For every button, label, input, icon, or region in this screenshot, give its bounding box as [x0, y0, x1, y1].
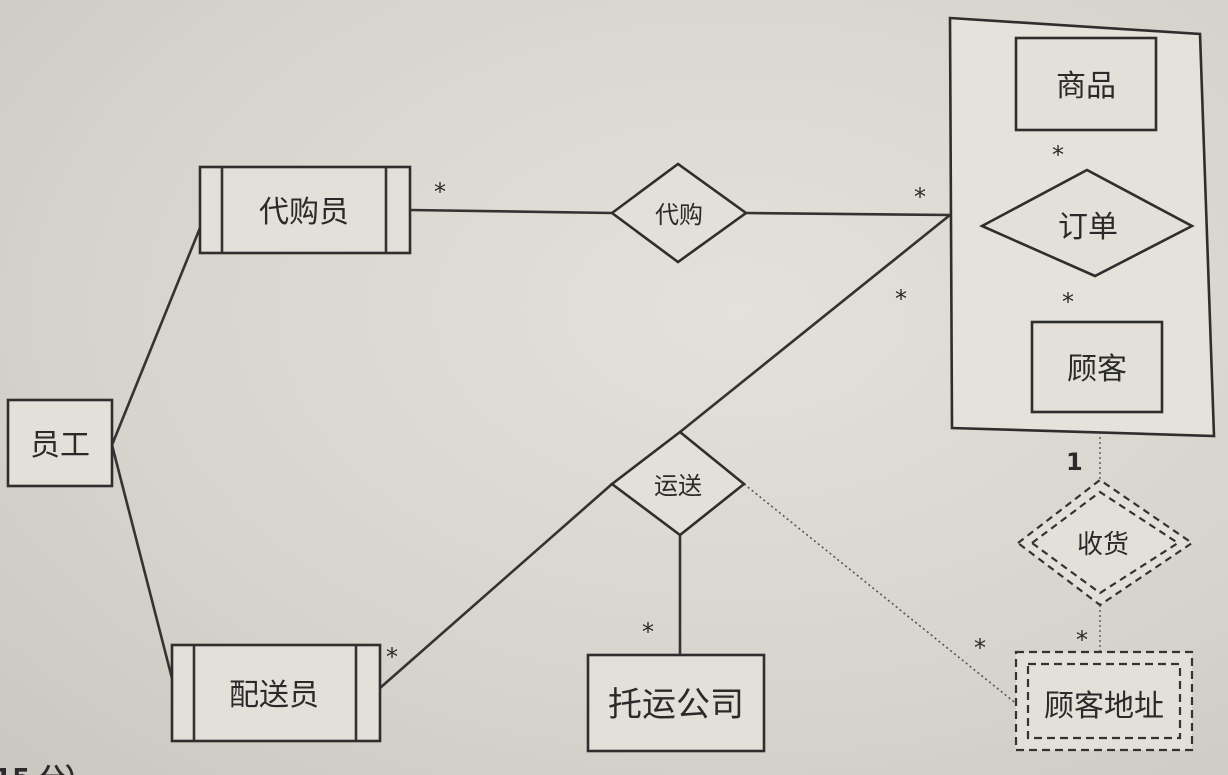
relationship-delivery-label: 运送	[654, 472, 702, 500]
card-deliverer-delivery: *	[386, 643, 398, 671]
card-purchaser-purchase: *	[434, 178, 446, 206]
relationship-purchase-label: 代购	[655, 201, 703, 229]
relationship-purchase	[609, 162, 749, 264]
edge-deliverer-delivery	[379, 483, 613, 689]
entity-employee	[6, 398, 114, 488]
card-delivery-aggregate: *	[895, 285, 907, 313]
entity-product-label: 商品	[1056, 69, 1116, 104]
card-customer-receive: 1	[1066, 448, 1083, 476]
card-product-order: *	[1052, 141, 1064, 169]
card-purchase-aggregate: *	[914, 183, 926, 211]
entity-purchaser-label: 代购员	[259, 195, 349, 230]
entity-product	[1014, 36, 1158, 132]
entity-employee-label: 员工	[30, 428, 90, 463]
entity-deliverer-label: 配送员	[229, 678, 319, 713]
edge-employee-purchaser	[110, 217, 206, 446]
relationship-delivery	[609, 430, 747, 537]
entity-shipping-company-label: 托运公司	[608, 685, 744, 725]
entity-customer-address-inner	[1026, 662, 1182, 740]
edge-delivery-address	[743, 483, 1019, 706]
entity-customer-address-outer	[1014, 650, 1194, 752]
entity-shipping-company	[586, 653, 766, 753]
footer-fragment: 15 分）	[0, 764, 91, 775]
card-delivery-company: *	[642, 618, 654, 646]
entity-purchaser	[198, 165, 412, 255]
entity-deliverer	[170, 643, 382, 743]
card-delivery-address: *	[974, 634, 986, 662]
relationship-order-label: 订单	[1058, 210, 1118, 245]
relationship-receive-outer	[1016, 478, 1194, 607]
relationship-receive-label: 收货	[1077, 530, 1129, 560]
edge-delivery-aggregate	[679, 213, 951, 434]
relationship-order	[979, 168, 1195, 278]
entity-customer-address-label: 顾客地址	[1044, 689, 1164, 724]
edge-purchaser-purchase	[409, 208, 613, 215]
entity-customer-label: 顾客	[1067, 352, 1127, 387]
edge-purchase-aggregate	[745, 211, 951, 217]
edge-employee-deliverer	[110, 444, 177, 691]
card-order-customer: *	[1062, 288, 1074, 316]
entity-customer	[1030, 320, 1164, 414]
card-receive-address: *	[1076, 626, 1088, 654]
